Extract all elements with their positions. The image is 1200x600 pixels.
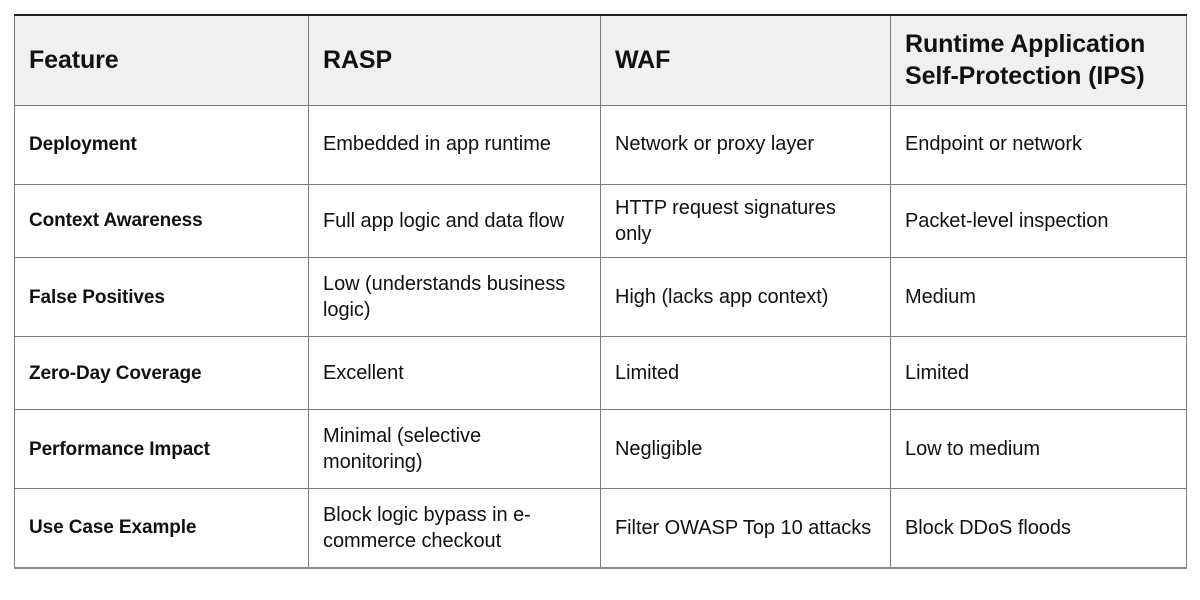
cell-zero-day-coverage-rasp: Excellent: [308, 336, 601, 411]
cell-false-positives-rasp: Low (understands business logic): [308, 257, 601, 338]
table-row: Context Awareness Full app logic and dat…: [14, 183, 1187, 259]
column-header-ips: Runtime Application Self-Protection (IPS…: [890, 14, 1187, 106]
table-row: Zero-Day Coverage Excellent Limited Limi…: [14, 336, 1187, 411]
header-row: Feature RASP WAF Runtime Application Sel…: [14, 14, 1187, 106]
table-row: Performance Impact Minimal (selective mo…: [14, 409, 1187, 490]
cell-performance-impact-waf: Negligible: [600, 409, 891, 490]
cell-deployment-rasp: Embedded in app runtime: [308, 104, 601, 185]
row-header-use-case-example: Use Case Example: [14, 488, 309, 569]
table-header: Feature RASP WAF Runtime Application Sel…: [14, 14, 1187, 106]
cell-deployment-waf: Network or proxy layer: [600, 104, 891, 185]
row-header-context-awareness: Context Awareness: [14, 183, 309, 259]
cell-use-case-example-waf: Filter OWASP Top 10 attacks: [600, 488, 891, 569]
row-header-performance-impact: Performance Impact: [14, 409, 309, 490]
column-header-feature: Feature: [14, 14, 309, 106]
row-header-zero-day-coverage: Zero-Day Coverage: [14, 336, 309, 411]
table-row: Use Case Example Block logic bypass in e…: [14, 488, 1187, 569]
cell-use-case-example-rasp: Block logic bypass in e-commerce checkou…: [308, 488, 601, 569]
cell-false-positives-waf: High (lacks app context): [600, 257, 891, 338]
comparison-table: Feature RASP WAF Runtime Application Sel…: [14, 14, 1187, 569]
cell-zero-day-coverage-ips: Limited: [890, 336, 1187, 411]
cell-context-awareness-waf: HTTP request signatures only: [600, 183, 891, 259]
cell-use-case-example-ips: Block DDoS floods: [890, 488, 1187, 569]
column-header-rasp: RASP: [308, 14, 601, 106]
column-header-waf: WAF: [600, 14, 891, 106]
cell-context-awareness-ips: Packet-level inspection: [890, 183, 1187, 259]
row-header-deployment: Deployment: [14, 104, 309, 185]
cell-context-awareness-rasp: Full app logic and data flow: [308, 183, 601, 259]
cell-false-positives-ips: Medium: [890, 257, 1187, 338]
cell-performance-impact-ips: Low to medium: [890, 409, 1187, 490]
table-row: Deployment Embedded in app runtime Netwo…: [14, 104, 1187, 185]
table-body: Deployment Embedded in app runtime Netwo…: [14, 104, 1187, 569]
cell-performance-impact-rasp: Minimal (selective monitoring): [308, 409, 601, 490]
cell-zero-day-coverage-waf: Limited: [600, 336, 891, 411]
row-header-false-positives: False Positives: [14, 257, 309, 338]
table-row: False Positives Low (understands busines…: [14, 257, 1187, 338]
cell-deployment-ips: Endpoint or network: [890, 104, 1187, 185]
